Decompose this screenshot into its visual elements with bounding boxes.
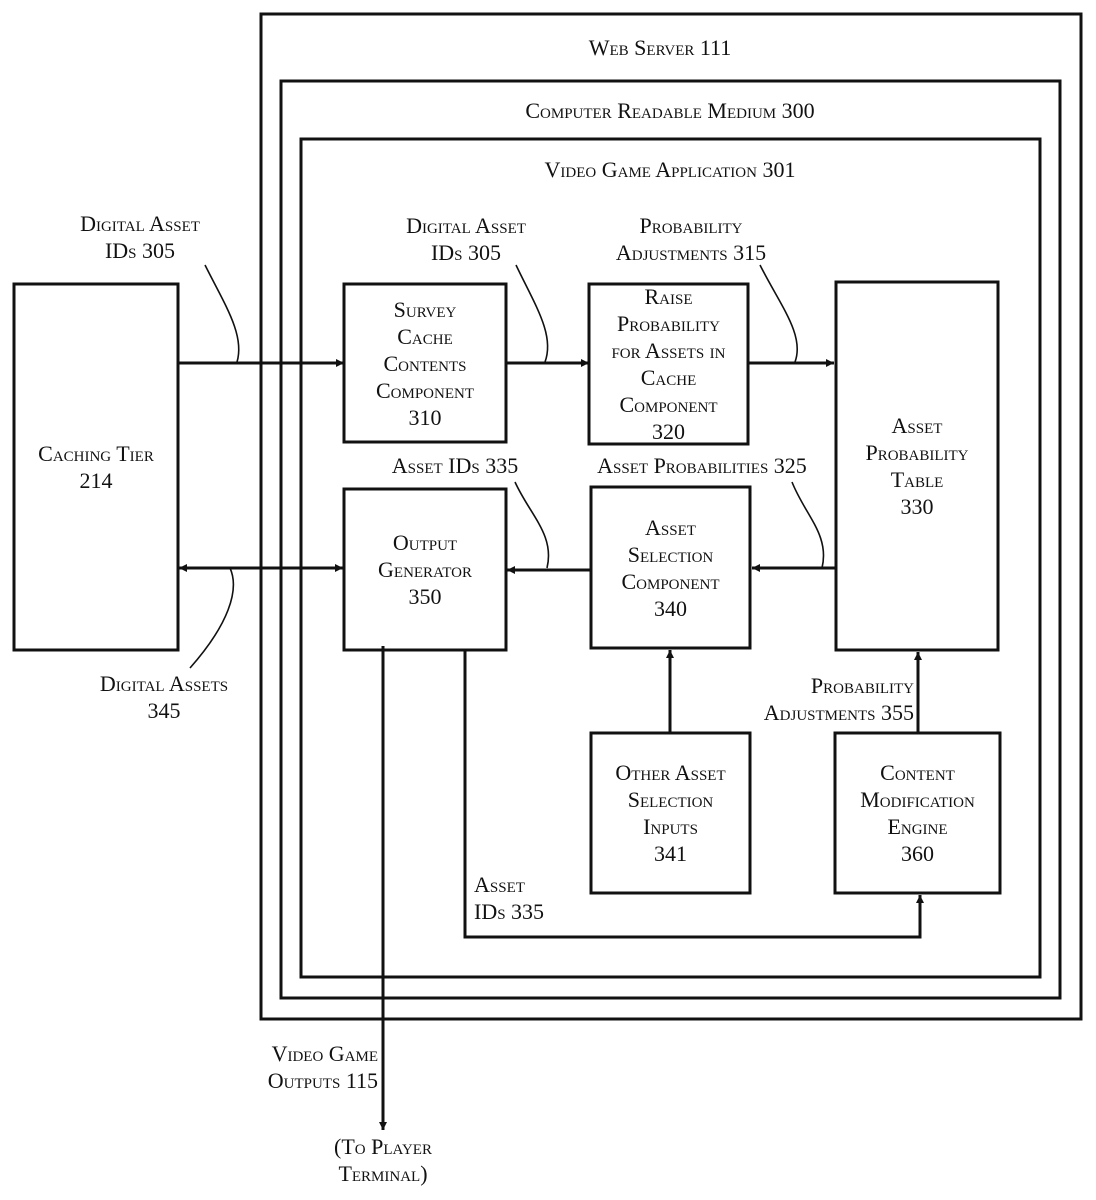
video-game-application-title: Video Game Application 301: [490, 156, 850, 183]
label-asset-probabilities-325: Asset Probabilities 325: [572, 452, 832, 479]
asset-probability-table-label: AssetProbabilityTable330: [836, 410, 998, 522]
label-to-player-terminal: (To PlayerTerminal): [293, 1133, 473, 1187]
leader-probability-adjustments-315: [760, 265, 797, 362]
content-modification-label: ContentModificationEngine360: [835, 733, 1000, 893]
label-digital-assets-345: Digital Assets345: [74, 670, 254, 724]
caching-tier-label: Caching Tier214: [14, 284, 178, 650]
label-probability-adjustments-355: ProbabilityAdjustments 355: [730, 672, 914, 726]
web-server-title: Web Server 111: [540, 34, 780, 61]
label-asset-ids-335-top: Asset IDs 335: [380, 452, 530, 479]
label-video-game-outputs: Video GameOutputs 115: [230, 1040, 378, 1094]
computer-readable-medium-title: Computer Readable Medium 300: [470, 97, 870, 124]
leader-digital-assets-345: [190, 568, 233, 668]
label-digital-asset-ids-inner: Digital AssetIDs 305: [376, 212, 556, 266]
label-probability-adjustments-315: ProbabilityAdjustments 315: [596, 212, 786, 266]
asset-selection-label: AssetSelectionComponent340: [591, 487, 750, 648]
output-generator-label: OutputGenerator350: [344, 489, 506, 650]
leader-asset-ids-335-top: [515, 482, 549, 568]
survey-cache-label: SurveyCacheContentsComponent310: [344, 284, 506, 442]
leader-digital-asset-ids-inner: [516, 265, 548, 362]
leader-asset-probabilities-325: [792, 482, 824, 568]
label-asset-ids-335-bottom: AssetIDs 335: [474, 871, 574, 925]
leader-digital-asset-ids-outer: [205, 265, 239, 362]
label-digital-asset-ids-outer: Digital AssetIDs 305: [50, 210, 230, 264]
raise-probability-label: RaiseProbabilityfor Assets inCacheCompon…: [589, 284, 748, 444]
other-asset-inputs-label: Other AssetSelectionInputs341: [591, 733, 750, 893]
